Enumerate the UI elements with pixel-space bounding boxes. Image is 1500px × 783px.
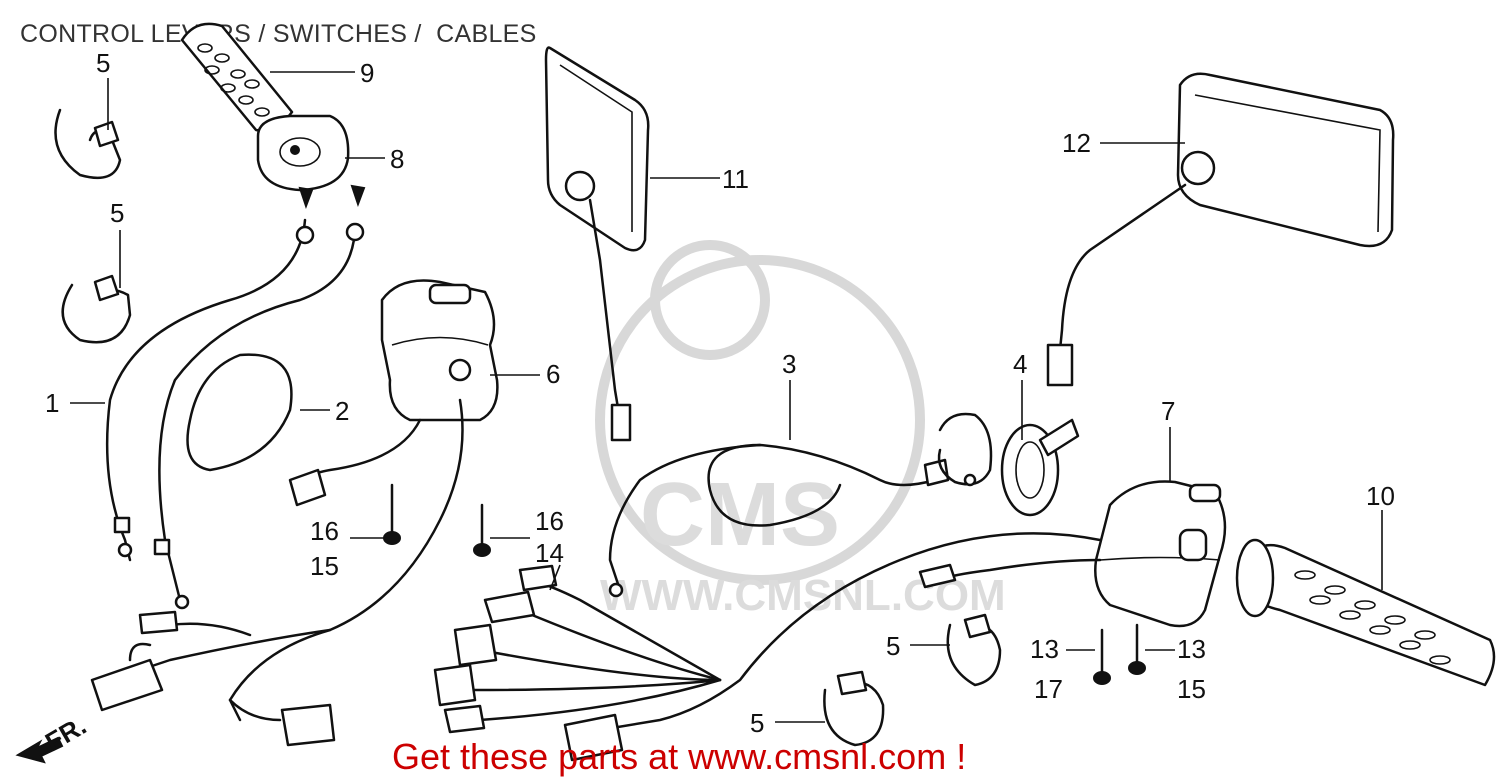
screw-center-14-16[interactable] xyxy=(473,503,491,557)
choke-lever[interactable] xyxy=(1000,418,1080,517)
callout-labels: 5 5 1 2 9 8 6 11 12 3 4 7 10 16 15 16 14… xyxy=(45,48,1395,738)
callout-7: 7 xyxy=(1161,396,1175,426)
right-wiring-harness[interactable] xyxy=(433,532,1102,762)
callout-2: 2 xyxy=(335,396,349,426)
choke-cable[interactable] xyxy=(608,443,950,598)
screw-13-17[interactable] xyxy=(1093,628,1111,685)
screw-13-15[interactable] xyxy=(1128,623,1146,675)
callout-16-left: 16 xyxy=(310,516,339,546)
leader-lines xyxy=(70,71,1383,723)
left-grip[interactable] xyxy=(180,22,294,132)
left-handlebar-switch[interactable] xyxy=(228,279,499,722)
footer-link-text[interactable]: Get these parts at www.cmsnl.com ! xyxy=(392,736,967,777)
screw-left-15-16[interactable] xyxy=(383,483,401,545)
callout-15-right: 15 xyxy=(1177,674,1206,704)
left-wiring-harness[interactable] xyxy=(90,610,336,747)
throttle-cable-a[interactable] xyxy=(105,218,315,562)
callout-10: 10 xyxy=(1366,481,1395,511)
callout-6: 6 xyxy=(546,359,560,389)
callout-11: 11 xyxy=(722,164,749,194)
cable-clip-mid-left[interactable] xyxy=(61,274,132,344)
callout-13-right: 13 xyxy=(1177,634,1206,664)
callout-4: 4 xyxy=(1013,349,1027,379)
callout-5-right-b: 5 xyxy=(750,708,764,738)
callout-14: 14 xyxy=(535,538,564,568)
right-handlebar-switch[interactable] xyxy=(1094,480,1227,628)
callout-9: 9 xyxy=(360,58,374,88)
callout-17: 17 xyxy=(1034,674,1063,704)
callout-5-mid: 5 xyxy=(110,198,124,228)
callout-13-left: 13 xyxy=(1030,634,1059,664)
cable-clip-right-b[interactable] xyxy=(823,670,885,747)
callout-5-right-a: 5 xyxy=(886,631,900,661)
callout-16-center: 16 xyxy=(535,506,564,536)
callout-8: 8 xyxy=(390,144,404,174)
right-mirror[interactable] xyxy=(1046,72,1395,387)
callout-3: 3 xyxy=(782,349,796,379)
callout-5-top: 5 xyxy=(96,48,110,78)
right-grip[interactable] xyxy=(1235,538,1496,687)
watermark: CMS WWW.CMSNL.COM xyxy=(595,240,1006,620)
callout-15-left: 15 xyxy=(310,551,339,581)
left-mirror[interactable] xyxy=(544,46,650,442)
cable-clip-right-a[interactable] xyxy=(946,613,1002,687)
callout-1: 1 xyxy=(45,388,59,418)
cable-clip-top-left[interactable] xyxy=(54,108,122,180)
callout-12: 12 xyxy=(1062,128,1091,158)
throttle-housing[interactable] xyxy=(256,114,350,192)
cable-ends xyxy=(298,184,366,209)
front-direction-arrow: FR. xyxy=(15,710,91,764)
throttle-cable-b[interactable] xyxy=(153,222,365,610)
choke-lever-clamp[interactable] xyxy=(937,412,993,487)
throttle-cable-loop xyxy=(186,353,293,472)
